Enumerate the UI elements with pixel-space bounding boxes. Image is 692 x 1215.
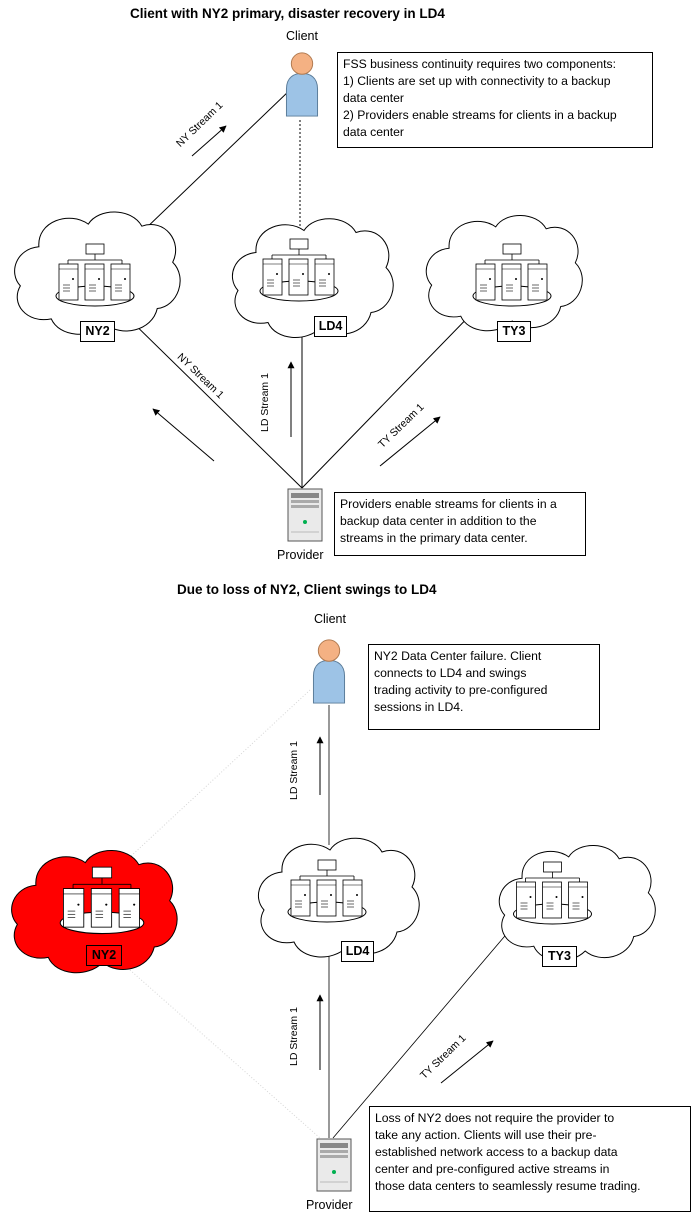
ld4-label-bottom: LD4 bbox=[341, 941, 374, 962]
bottom-client-label: Client bbox=[314, 612, 346, 626]
ld4-cloud bbox=[231, 218, 394, 339]
ny2-label-failed: NY2 bbox=[86, 945, 122, 966]
bottom-provider-label: Provider bbox=[306, 1198, 353, 1212]
bottom-client-note: NY2 Data Center failure. Client connects… bbox=[368, 644, 600, 730]
stream-label-ld-client: LD Stream 1 bbox=[288, 741, 300, 800]
top-provider-label: Provider bbox=[277, 548, 324, 562]
stream-label-ld: LD Stream 1 bbox=[259, 373, 271, 432]
stream-label-ld-provider: LD Stream 1 bbox=[288, 1007, 300, 1066]
top-provider-note: Providers enable streams for clients in … bbox=[334, 492, 586, 556]
ld4-label: LD4 bbox=[314, 316, 347, 337]
ny2-label: NY2 bbox=[80, 321, 115, 342]
bottom-title: Due to loss of NY2, Client swings to LD4 bbox=[177, 582, 437, 597]
top-client-label: Client bbox=[286, 29, 318, 43]
ty3-label-bottom: TY3 bbox=[542, 946, 577, 967]
ty3-label: TY3 bbox=[497, 321, 531, 342]
top-client-note: FSS business continuity requires two com… bbox=[337, 52, 653, 148]
bottom-provider-note: Loss of NY2 does not require the provide… bbox=[369, 1106, 691, 1212]
top-title: Client with NY2 primary, disaster recove… bbox=[130, 6, 445, 21]
